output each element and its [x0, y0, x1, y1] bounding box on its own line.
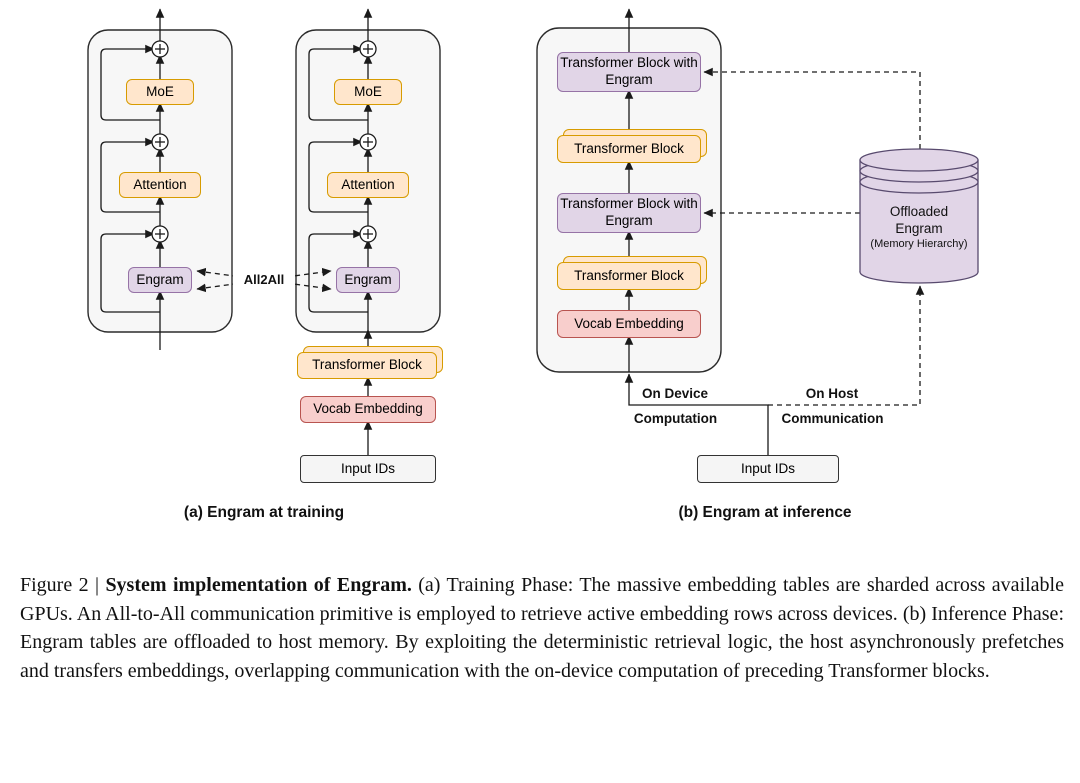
transformer-engram-block-mid: Transformer Block with Engram — [557, 193, 701, 233]
offloaded-engram-cylinder-icon — [859, 148, 979, 284]
engram-block-col2: Engram — [336, 267, 400, 293]
figure-caption-label: Figure 2 | — [20, 574, 106, 596]
vocab-embedding-a: Vocab Embedding — [300, 396, 436, 423]
attention-block-col2: Attention — [327, 172, 409, 198]
panel-b-caption: (b) Engram at inference — [678, 504, 852, 521]
offloaded-engram-label-line3: (Memory Hierarchy) — [870, 238, 968, 250]
host-communication-dashed-links — [703, 67, 925, 406]
plus-circle-icon — [151, 225, 169, 243]
plus-circle-icon — [359, 40, 377, 58]
moe-block-col2: MoE — [334, 79, 402, 105]
engram-block-col1: Engram — [128, 267, 192, 293]
moe-block-col1: MoE — [126, 79, 194, 105]
figure2-diagram: MoE Attention Engram MoE Attention Engra… — [87, 8, 979, 521]
col1-residual-connections — [100, 44, 160, 313]
transformer-block-a: Transformer Block — [297, 352, 437, 379]
offloaded-engram-label-line1: Offloaded — [889, 204, 949, 219]
plus-circle-icon — [151, 133, 169, 151]
on-host-label-line1: On Host — [805, 386, 859, 401]
plus-circle-icon — [359, 133, 377, 151]
figure-caption: Figure 2 | System implementation of Engr… — [20, 571, 1064, 685]
offloaded-engram-label: Offloaded Engram (Memory Hierarchy) — [861, 203, 977, 251]
input-ids-b: Input IDs — [697, 455, 839, 483]
vocab-embedding-b: Vocab Embedding — [557, 310, 701, 338]
plus-circle-icon — [151, 40, 169, 58]
attention-block-col1: Attention — [119, 172, 201, 198]
input-ids-a: Input IDs — [300, 455, 436, 483]
transformer-block-b1: Transformer Block — [557, 135, 701, 163]
on-host-label-line2: Communication — [781, 411, 884, 426]
transformer-engram-block-top: Transformer Block with Engram — [557, 52, 701, 92]
on-device-label-line2: Computation — [633, 411, 718, 426]
figure-caption-title: System implementation of Engram. — [105, 574, 412, 596]
panel-a-caption: (a) Engram at training — [183, 504, 345, 521]
transformer-block-b2: Transformer Block — [557, 262, 701, 290]
figure-caption-body: (a) Training Phase: The massive embeddin… — [20, 574, 1064, 682]
on-device-label-line1: On Device — [641, 386, 709, 401]
all2all-label: All2All — [233, 272, 295, 287]
residual-add-nodes — [151, 40, 377, 243]
offloaded-engram-label-line2: Engram — [895, 221, 943, 236]
input-to-device-path — [624, 373, 769, 455]
plus-circle-icon — [359, 225, 377, 243]
